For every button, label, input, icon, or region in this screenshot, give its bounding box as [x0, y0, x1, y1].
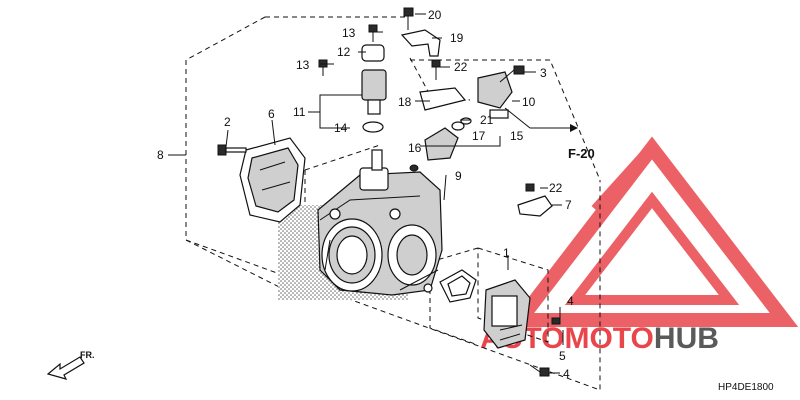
callout-labels: 1 2 3 4 4 5 6 7 8 9 10 11 12 13 13 14 15… [157, 8, 574, 381]
callout-13a: 13 [342, 26, 356, 40]
callout-15: 15 [510, 129, 524, 143]
callout-7: 7 [565, 198, 572, 212]
throttle-body [278, 149, 443, 300]
sensor-1 [483, 279, 531, 349]
callout-4b: 4 [563, 367, 570, 381]
bolt-2 [217, 144, 247, 156]
callout-3: 3 [540, 66, 547, 80]
callout-13b: 13 [296, 58, 310, 72]
callout-19: 19 [450, 31, 464, 45]
callout-14: 14 [334, 121, 348, 135]
sensor-10 [477, 65, 531, 129]
upper-brackets [400, 7, 467, 111]
callout-9: 9 [455, 169, 462, 183]
callout-2: 2 [224, 115, 231, 129]
plate-7 [517, 183, 553, 217]
watermark-logo [505, 136, 799, 327]
screws-4-5 [529, 317, 561, 377]
fitting-15 [409, 117, 472, 172]
front-label: FR. [80, 350, 95, 360]
reference-label: F-20 [568, 146, 595, 161]
diagram-code: HP4DE1800 [718, 382, 774, 393]
callout-22a: 22 [454, 60, 468, 74]
callout-1: 1 [503, 246, 510, 260]
callout-5: 5 [559, 349, 566, 363]
part-cover [239, 137, 306, 223]
callout-21: 21 [480, 113, 494, 127]
callout-6: 6 [268, 107, 275, 121]
gasket [439, 269, 477, 303]
callout-8: 8 [157, 148, 164, 162]
leader-lines [168, 13, 578, 374]
callout-10: 10 [522, 95, 536, 109]
callout-11: 11 [293, 105, 306, 119]
injector-assembly [318, 24, 387, 133]
callout-12: 12 [337, 45, 351, 59]
callout-22b: 22 [549, 181, 563, 195]
front-arrow-icon [46, 356, 85, 380]
callout-16: 16 [408, 141, 422, 155]
callout-20: 20 [428, 8, 442, 22]
callout-4a: 4 [567, 294, 574, 308]
callout-17: 17 [472, 129, 486, 143]
callout-18: 18 [398, 95, 412, 109]
